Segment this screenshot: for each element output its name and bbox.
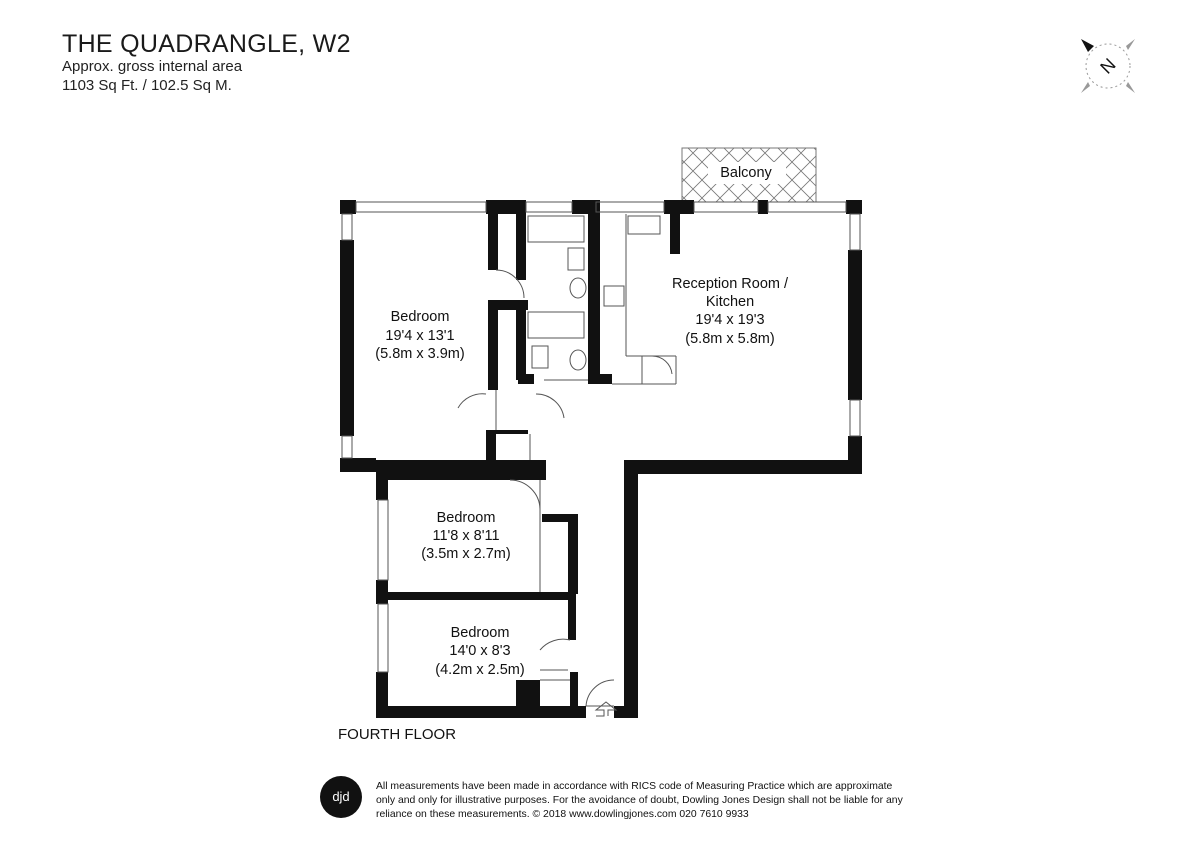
bedroom3-metric: (4.2m x 2.5m) bbox=[435, 662, 524, 678]
bedroom2-imperial: 11'8 x 8'11 bbox=[432, 528, 499, 544]
partitions bbox=[457, 214, 677, 717]
disclaimer-text: All measurements have been made in accor… bbox=[376, 781, 903, 820]
bedroom1-metric: (5.8m x 3.9m) bbox=[375, 346, 464, 362]
area-label: Approx. gross internal area bbox=[62, 58, 243, 75]
bedroom1-name: Bedroom bbox=[391, 309, 450, 325]
bedroom2-metric: (3.5m x 2.7m) bbox=[421, 546, 510, 562]
reception-imperial: 19'4 x 19'3 bbox=[695, 312, 764, 328]
balcony-label: Balcony bbox=[720, 165, 772, 181]
bedroom3-imperial: 14'0 x 8'3 bbox=[449, 643, 510, 659]
floor-label: FOURTH FLOOR bbox=[338, 726, 457, 743]
page-title: THE QUADRANGLE, W2 bbox=[62, 30, 351, 58]
walls bbox=[340, 200, 862, 718]
balcony bbox=[681, 147, 817, 203]
bedroom2-name: Bedroom bbox=[437, 510, 496, 526]
company-logo: djd bbox=[320, 776, 362, 818]
area-value: 1103 Sq Ft. / 102.5 Sq M. bbox=[62, 77, 232, 94]
north-arrow-icon: N bbox=[1081, 39, 1135, 93]
bedroom1-imperial: 19'4 x 13'1 bbox=[385, 328, 454, 344]
bedroom3-name: Bedroom bbox=[451, 625, 510, 641]
windows bbox=[341, 201, 861, 673]
compass-letter: N bbox=[1096, 54, 1119, 77]
reception-metric: (5.8m x 5.8m) bbox=[685, 331, 774, 347]
reception-name-2: Kitchen bbox=[706, 294, 754, 310]
reception-name-1: Reception Room / bbox=[672, 276, 789, 292]
